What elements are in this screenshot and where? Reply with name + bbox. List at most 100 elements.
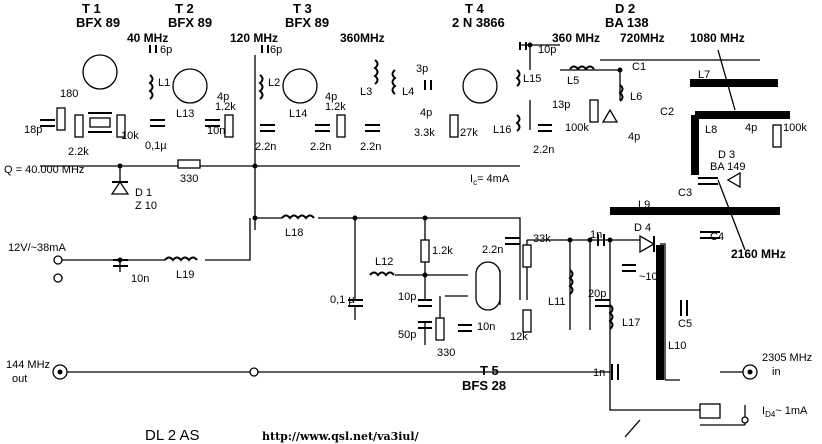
crystal-symbol — [89, 117, 111, 128]
svg-text:3.3k: 3.3k — [414, 127, 435, 139]
svg-text:1n: 1n — [590, 229, 602, 241]
svg-text:4p: 4p — [745, 122, 757, 134]
t3-ref: T 3 — [293, 1, 312, 16]
svg-text:27k: 27k — [460, 127, 478, 139]
svg-text:L19: L19 — [176, 269, 194, 281]
svg-text:L13: L13 — [176, 108, 194, 120]
t1-ref: T 1 — [82, 1, 101, 16]
d3-ref: D 3 — [718, 149, 735, 161]
microstrip-lines — [610, 49, 790, 380]
svg-text:L16: L16 — [493, 124, 511, 136]
svg-text:180: 180 — [60, 88, 78, 100]
t5-type: BFS 28 — [462, 378, 506, 393]
svg-text:C1: C1 — [632, 61, 646, 73]
junction-dots — [117, 42, 623, 278]
svg-text:360 MHz: 360 MHz — [552, 31, 600, 45]
svg-text:2.2n: 2.2n — [255, 141, 276, 153]
svg-text:L14: L14 — [289, 108, 307, 120]
svg-text:2.2n: 2.2n — [310, 141, 331, 153]
d1-type: Z 10 — [135, 200, 157, 212]
connectors — [52, 255, 758, 380]
svg-text:L2: L2 — [268, 77, 280, 89]
svg-text:L15: L15 — [523, 73, 541, 85]
svg-text:100k: 100k — [565, 122, 589, 134]
svg-text:L6: L6 — [630, 91, 642, 103]
svg-text:L12: L12 — [375, 256, 393, 268]
svg-text:13p: 13p — [552, 99, 570, 111]
svg-text:12k: 12k — [510, 331, 528, 343]
svg-text:330: 330 — [180, 173, 198, 185]
svg-text:C4: C4 — [710, 231, 724, 243]
current-meter — [699, 403, 721, 419]
transistor-t5-symbol — [475, 261, 501, 311]
transistor-t1-symbol — [82, 54, 118, 90]
svg-text:144 MHz: 144 MHz — [6, 359, 50, 371]
svg-text:1080 MHz: 1080 MHz — [690, 31, 745, 45]
svg-text:4p: 4p — [325, 91, 337, 103]
svg-text:4p: 4p — [628, 131, 640, 143]
svg-text:10n: 10n — [477, 321, 495, 333]
svg-text:10p: 10p — [398, 291, 416, 303]
svg-text:Ic= 4mA: Ic= 4mA — [470, 173, 510, 187]
svg-text:3p: 3p — [416, 63, 428, 75]
svg-text:2160 MHz: 2160 MHz — [731, 247, 786, 261]
diode-d2-symbol — [601, 108, 619, 123]
svg-text:C2: C2 — [660, 106, 674, 118]
svg-text:120 MHz: 120 MHz — [230, 31, 278, 45]
svg-text:L3: L3 — [360, 86, 372, 98]
svg-text:50p: 50p — [398, 329, 416, 341]
svg-text:4p: 4p — [217, 91, 229, 103]
svg-text:1.2k: 1.2k — [215, 101, 236, 113]
svg-text:4p: 4p — [420, 107, 432, 119]
wiring — [40, 44, 760, 411]
svg-text:330: 330 — [437, 347, 455, 359]
svg-text:L11: L11 — [548, 296, 566, 308]
svg-text:L18: L18 — [285, 227, 303, 239]
d4-ref: D 4 — [634, 222, 651, 234]
svg-text:0,1µ: 0,1µ — [145, 140, 167, 152]
diode-d3-symbol — [726, 171, 741, 189]
inductor-symbols — [148, 59, 624, 330]
svg-text:10n: 10n — [207, 125, 225, 137]
svg-text:L5: L5 — [567, 75, 579, 87]
t2-type: BFX 89 — [168, 15, 212, 30]
svg-text:ID4~ 1mA: ID4~ 1mA — [762, 405, 808, 419]
resistor-symbols — [56, 99, 782, 341]
svg-text:0,1 µ: 0,1 µ — [330, 294, 355, 306]
svg-text:Q = 40.000 MHz: Q = 40.000 MHz — [4, 164, 84, 176]
svg-text:6p: 6p — [270, 44, 282, 56]
transistor-symbols — [82, 54, 501, 311]
svg-text:1n: 1n — [593, 367, 605, 379]
transistor-t2-symbol — [172, 68, 208, 104]
svg-text:C5: C5 — [678, 318, 692, 330]
diode-symbols — [110, 108, 741, 254]
d3-type: BA 149 — [710, 161, 745, 173]
svg-text:18p: 18p — [24, 124, 42, 136]
svg-text:2.2k: 2.2k — [68, 146, 89, 158]
svg-text:2.2n: 2.2n — [533, 144, 554, 156]
svg-text:L8: L8 — [705, 124, 717, 136]
svg-text:1.2k: 1.2k — [325, 101, 346, 113]
d1-ref: D 1 — [135, 187, 152, 199]
capacitor-symbols — [40, 42, 720, 380]
diode-d4-symbol — [639, 234, 656, 254]
svg-text:2.2n: 2.2n — [482, 244, 503, 256]
svg-text:in: in — [772, 366, 781, 378]
svg-text:out: out — [12, 373, 27, 385]
d2-type: BA 138 — [605, 15, 649, 30]
svg-text:10n: 10n — [131, 273, 149, 285]
svg-text:L4: L4 — [402, 86, 414, 98]
svg-text:10k: 10k — [121, 130, 139, 142]
t1-type: BFX 89 — [76, 15, 120, 30]
diode-d1-symbol — [110, 180, 130, 195]
svg-text:L7: L7 — [698, 69, 710, 81]
svg-text:2.2n: 2.2n — [360, 141, 381, 153]
transistor-t3-symbol — [282, 68, 318, 104]
d2-ref: D 2 — [615, 1, 635, 16]
svg-text:360MHz: 360MHz — [340, 31, 385, 45]
t2-ref: T 2 — [175, 1, 194, 16]
t4-type: 2 N 3866 — [452, 15, 505, 30]
svg-text:40 MHz: 40 MHz — [127, 31, 168, 45]
svg-text:2305 MHz: 2305 MHz — [762, 352, 812, 364]
